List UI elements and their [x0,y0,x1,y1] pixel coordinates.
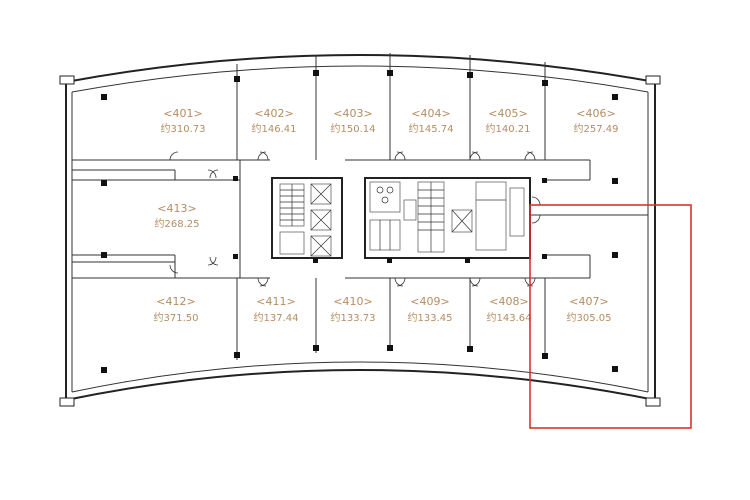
room-code: <405> [488,107,527,120]
room-code: <410> [333,295,372,308]
building-outline [59,54,661,407]
room-409: <409> 约133.45 [408,295,453,324]
room-area: 约143.64 [487,311,532,324]
room-406: <406> 约257.49 [574,107,619,135]
partitions-bottom [236,278,546,360]
room-area: 约257.49 [574,122,619,135]
room-area: 约140.21 [486,122,531,135]
room-area: 约310.73 [161,122,206,135]
room-code: <402> [254,107,293,120]
room-412: <412> 约371.50 [154,295,199,324]
room-404: <404> 约145.74 [409,107,454,135]
room-area: 约268.25 [155,217,200,230]
room-area: 约137.44 [254,311,299,324]
room-code: <411> [256,295,295,308]
room-407: <407> 约305.05 [567,295,612,324]
room-401: <401> 约310.73 [161,107,206,135]
room-code: <401> [163,107,202,120]
room-area: 约133.45 [408,311,453,324]
room-code: <403> [333,107,372,120]
room-405: <405> 约140.21 [486,107,531,135]
room-labels: <401> 约310.73 <402> 约146.41 <403> 约150.1… [154,107,619,324]
room-code: <409> [410,295,449,308]
room-code: <404> [411,107,450,120]
room-area: 约146.41 [252,122,297,135]
room-area: 约145.74 [409,122,454,135]
room-403: <403> 约150.14 [331,107,376,135]
room-code: <408> [489,295,528,308]
room-code: <412> [156,295,195,308]
room-413: <413> 约268.25 [155,202,200,230]
room-area: 约371.50 [154,311,199,324]
room-code: <407> [569,295,608,308]
room-402: <402> 约146.41 [252,107,297,135]
room-area: 约150.14 [331,122,376,135]
building-core [271,177,531,259]
room-code: <406> [576,107,615,120]
unit-407-highlight [529,204,692,429]
doors [169,151,541,287]
room-code: <413> [157,202,196,215]
structural-columns [101,70,618,373]
room-408: <408> 约143.64 [487,295,532,324]
room-area: 约133.73 [331,311,376,324]
room-411: <411> 约137.44 [254,295,299,324]
room-410: <410> 约133.73 [331,295,376,324]
room-area: 约305.05 [567,311,612,324]
